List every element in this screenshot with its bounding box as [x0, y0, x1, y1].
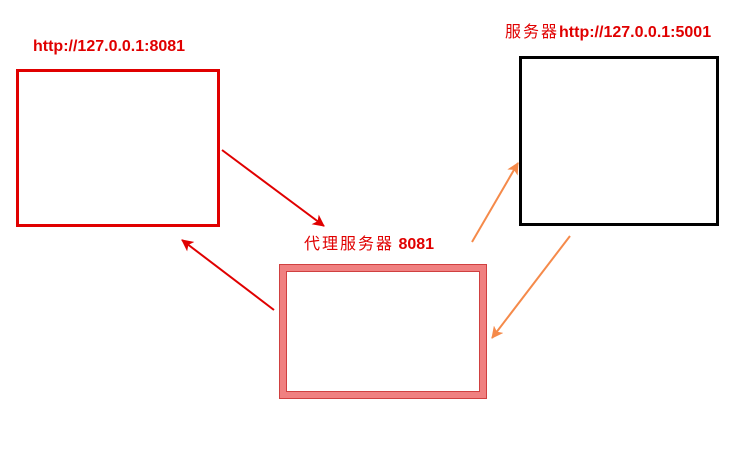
server-box — [519, 56, 719, 226]
arrow-server-to-proxy — [491, 235, 571, 339]
proxy-label: 代理服务器 8081 — [304, 234, 434, 255]
proxy-port-text: 8081 — [398, 236, 435, 253]
proxy-box — [279, 264, 487, 399]
arrow-proxy-to-server — [471, 162, 519, 243]
client-label: http://127.0.0.1:8081 — [33, 37, 185, 57]
client-box — [16, 69, 220, 227]
proxy-name-text: 代理服务器 — [304, 234, 395, 253]
server-url-text: http://127.0.0.1:5001 — [559, 24, 712, 41]
server-label: 服务器http://127.0.0.1:5001 — [505, 22, 711, 43]
arrow-proxy-to-client — [181, 239, 275, 311]
client-url-text: http://127.0.0.1:8081 — [33, 38, 186, 55]
proxy-box-inner — [286, 271, 480, 392]
server-name-text: 服务器 — [505, 22, 560, 41]
arrow-client-to-proxy — [221, 149, 325, 227]
